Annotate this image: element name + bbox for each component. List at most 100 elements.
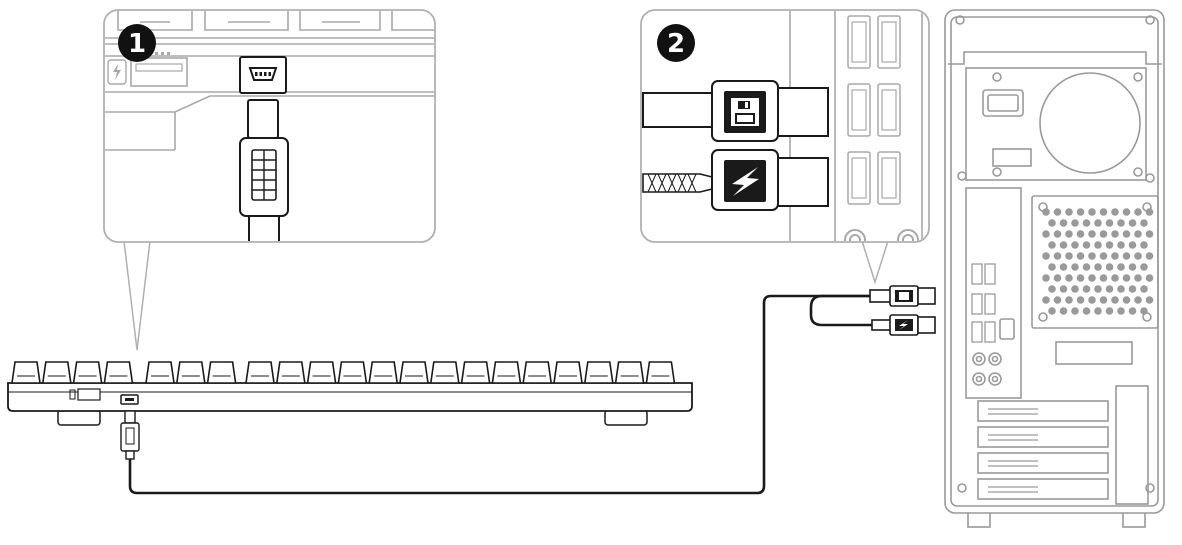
keycap <box>103 361 134 384</box>
fan-hole <box>1059 285 1068 293</box>
fan-hole <box>1145 252 1154 260</box>
step-1-number: 1 <box>128 29 146 59</box>
fan-hole <box>1053 230 1062 238</box>
fan-hole <box>1111 296 1119 304</box>
fan-hole <box>1076 296 1085 304</box>
keycap <box>72 361 103 384</box>
tower-usb-port <box>984 293 996 315</box>
tower-usb-port <box>971 293 983 315</box>
callout-1: 1 <box>103 9 436 351</box>
fan-hole <box>1042 274 1050 282</box>
fan-hole <box>1105 307 1114 315</box>
fan-hole <box>1140 307 1148 315</box>
fan-hole <box>1105 285 1114 293</box>
keycap <box>175 361 206 384</box>
keycap <box>368 361 399 384</box>
fan-hole <box>1099 252 1108 260</box>
keycap <box>460 361 491 384</box>
fan-hole <box>1053 252 1062 260</box>
fan-hole <box>1111 230 1119 238</box>
fan-hole <box>1145 230 1154 238</box>
keycap <box>645 361 676 384</box>
fan-hole <box>1053 274 1062 282</box>
fan-hole <box>1042 208 1050 216</box>
callout-1-pointer <box>123 240 151 351</box>
fan-hole <box>1076 274 1085 282</box>
fan-hole <box>1111 252 1119 260</box>
fan-hole <box>1059 307 1068 315</box>
fan-hole <box>1111 274 1119 282</box>
fan-hole <box>1117 263 1125 271</box>
fan-hole <box>1094 241 1102 249</box>
fan-hole <box>1099 208 1108 216</box>
fan-hole <box>1099 230 1108 238</box>
fan-hole <box>1122 208 1131 216</box>
fan-hole <box>1128 263 1137 271</box>
pc-tower <box>944 9 1165 528</box>
fan-hole <box>1071 307 1079 315</box>
fan-hole <box>1134 230 1142 238</box>
fan-hole <box>1117 307 1125 315</box>
fan-hole <box>1140 219 1148 227</box>
fan-hole <box>1076 230 1085 238</box>
fan-hole <box>1048 219 1056 227</box>
keycap <box>306 361 337 384</box>
fan-hole <box>1122 296 1131 304</box>
fan-hole <box>1088 252 1096 260</box>
fan-hole <box>1059 219 1068 227</box>
fan-hole <box>1111 208 1119 216</box>
keyboard-foot-right <box>604 409 648 426</box>
fan-hole <box>1134 296 1142 304</box>
fan-hole <box>1048 263 1056 271</box>
fan-hole <box>1065 230 1073 238</box>
keycap <box>522 361 553 384</box>
fan-hole <box>1094 263 1102 271</box>
fan-hole <box>1071 285 1079 293</box>
fan-hole <box>1128 219 1137 227</box>
fan-hole <box>1065 296 1073 304</box>
fan-hole <box>1076 252 1085 260</box>
keyboard-plug <box>120 410 140 460</box>
fan-hole <box>1128 241 1137 249</box>
fan-hole <box>1145 296 1154 304</box>
keycap <box>206 361 237 384</box>
fan-hole <box>1122 230 1131 238</box>
step-2-badge <box>657 24 695 62</box>
fan-hole <box>1065 274 1073 282</box>
lightning-bolt-icon <box>732 167 759 196</box>
fan-hole <box>1082 219 1091 227</box>
fan-hole <box>1145 208 1154 216</box>
fan-hole <box>1105 219 1114 227</box>
callout-2: 2 <box>640 9 930 285</box>
tower-usb-port <box>971 321 983 343</box>
fan-hole <box>1128 285 1137 293</box>
keycap <box>11 361 41 384</box>
fan-hole <box>1071 241 1079 249</box>
fan-hole <box>1071 263 1079 271</box>
small-lightning-bolt-icon <box>895 319 913 331</box>
fan-hole <box>1076 208 1085 216</box>
small-floppy-disk-icon <box>895 290 913 302</box>
tower-usb-port <box>984 263 996 285</box>
fan-hole <box>1105 241 1114 249</box>
keycap <box>429 361 460 384</box>
fan-hole <box>1059 263 1068 271</box>
fan-hole <box>1088 208 1096 216</box>
usb-port <box>847 83 871 137</box>
fan-hole <box>1122 274 1131 282</box>
pc-case <box>944 9 1165 514</box>
usb-port <box>847 15 871 69</box>
fan-hole <box>1082 241 1091 249</box>
pc-fan-grille <box>1031 195 1159 329</box>
floppy-disk-icon <box>731 98 759 126</box>
keyboard-usb-passthrough <box>77 388 101 401</box>
fan-hole <box>1099 296 1108 304</box>
callout-1-usb-port <box>130 57 188 87</box>
fan-hole <box>1088 230 1096 238</box>
keycap <box>145 361 175 384</box>
fan-hole <box>1117 241 1125 249</box>
fan-hole <box>1117 219 1125 227</box>
usb-port <box>847 151 871 205</box>
fan-hole <box>1082 285 1091 293</box>
